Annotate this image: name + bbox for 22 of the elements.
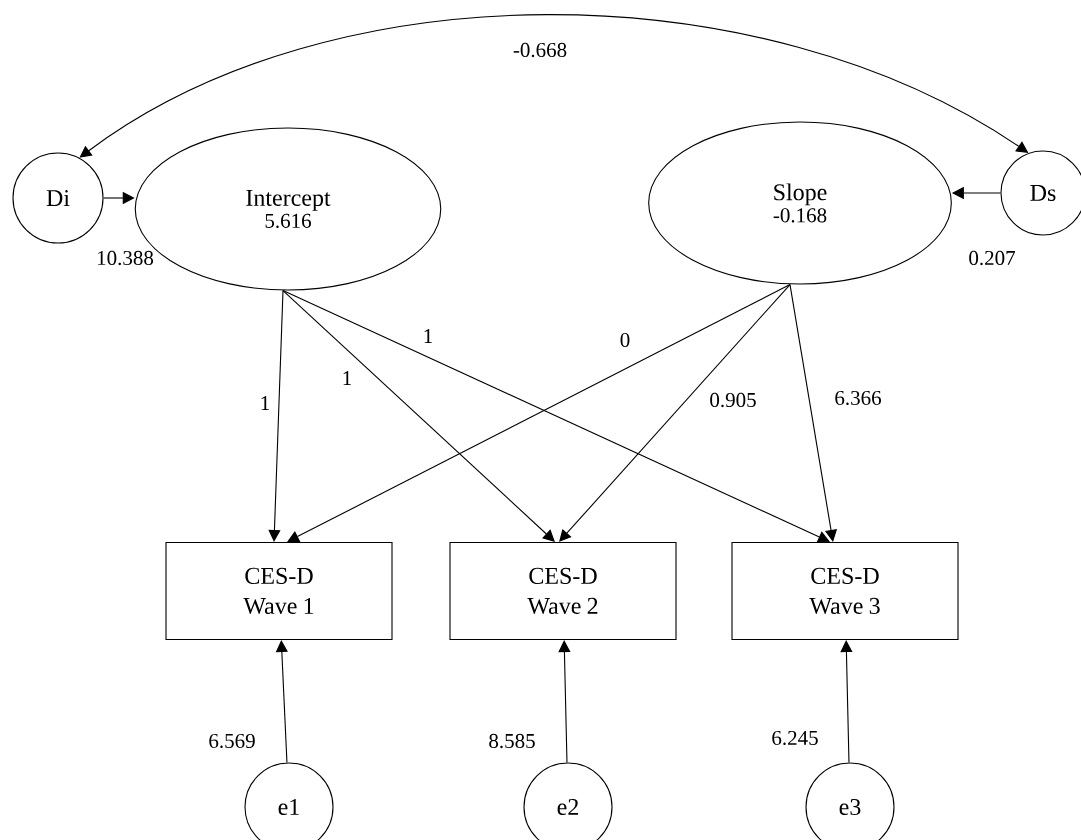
edge-label: 1: [258, 395, 272, 411]
edge-label: -0.668: [511, 41, 569, 59]
edge-label: 0.905: [708, 391, 758, 409]
arrow: [275, 640, 288, 764]
observed-box: CES-D Wave 2: [449, 541, 677, 641]
arrow: [559, 284, 791, 542]
variance-label: 8.585: [489, 733, 535, 749]
edge-label: 6.366: [833, 389, 883, 407]
arrow: [558, 640, 571, 763]
variance-label: 10.388: [98, 250, 154, 266]
variance-label: 6.245: [772, 730, 818, 746]
variance-label: 0.207: [969, 250, 1016, 266]
observed-box: CES-D Wave 1: [165, 541, 393, 641]
arrow: [840, 640, 853, 763]
edge-label: 0: [618, 331, 632, 349]
edge-label: 1: [421, 328, 435, 344]
edge-label: 1: [340, 370, 354, 386]
variance-label: 6.569: [209, 733, 255, 749]
arrow: [789, 284, 838, 542]
arrow: [282, 290, 555, 542]
observed-box: CES-D Wave 3: [731, 541, 959, 641]
arrow: [268, 290, 284, 542]
